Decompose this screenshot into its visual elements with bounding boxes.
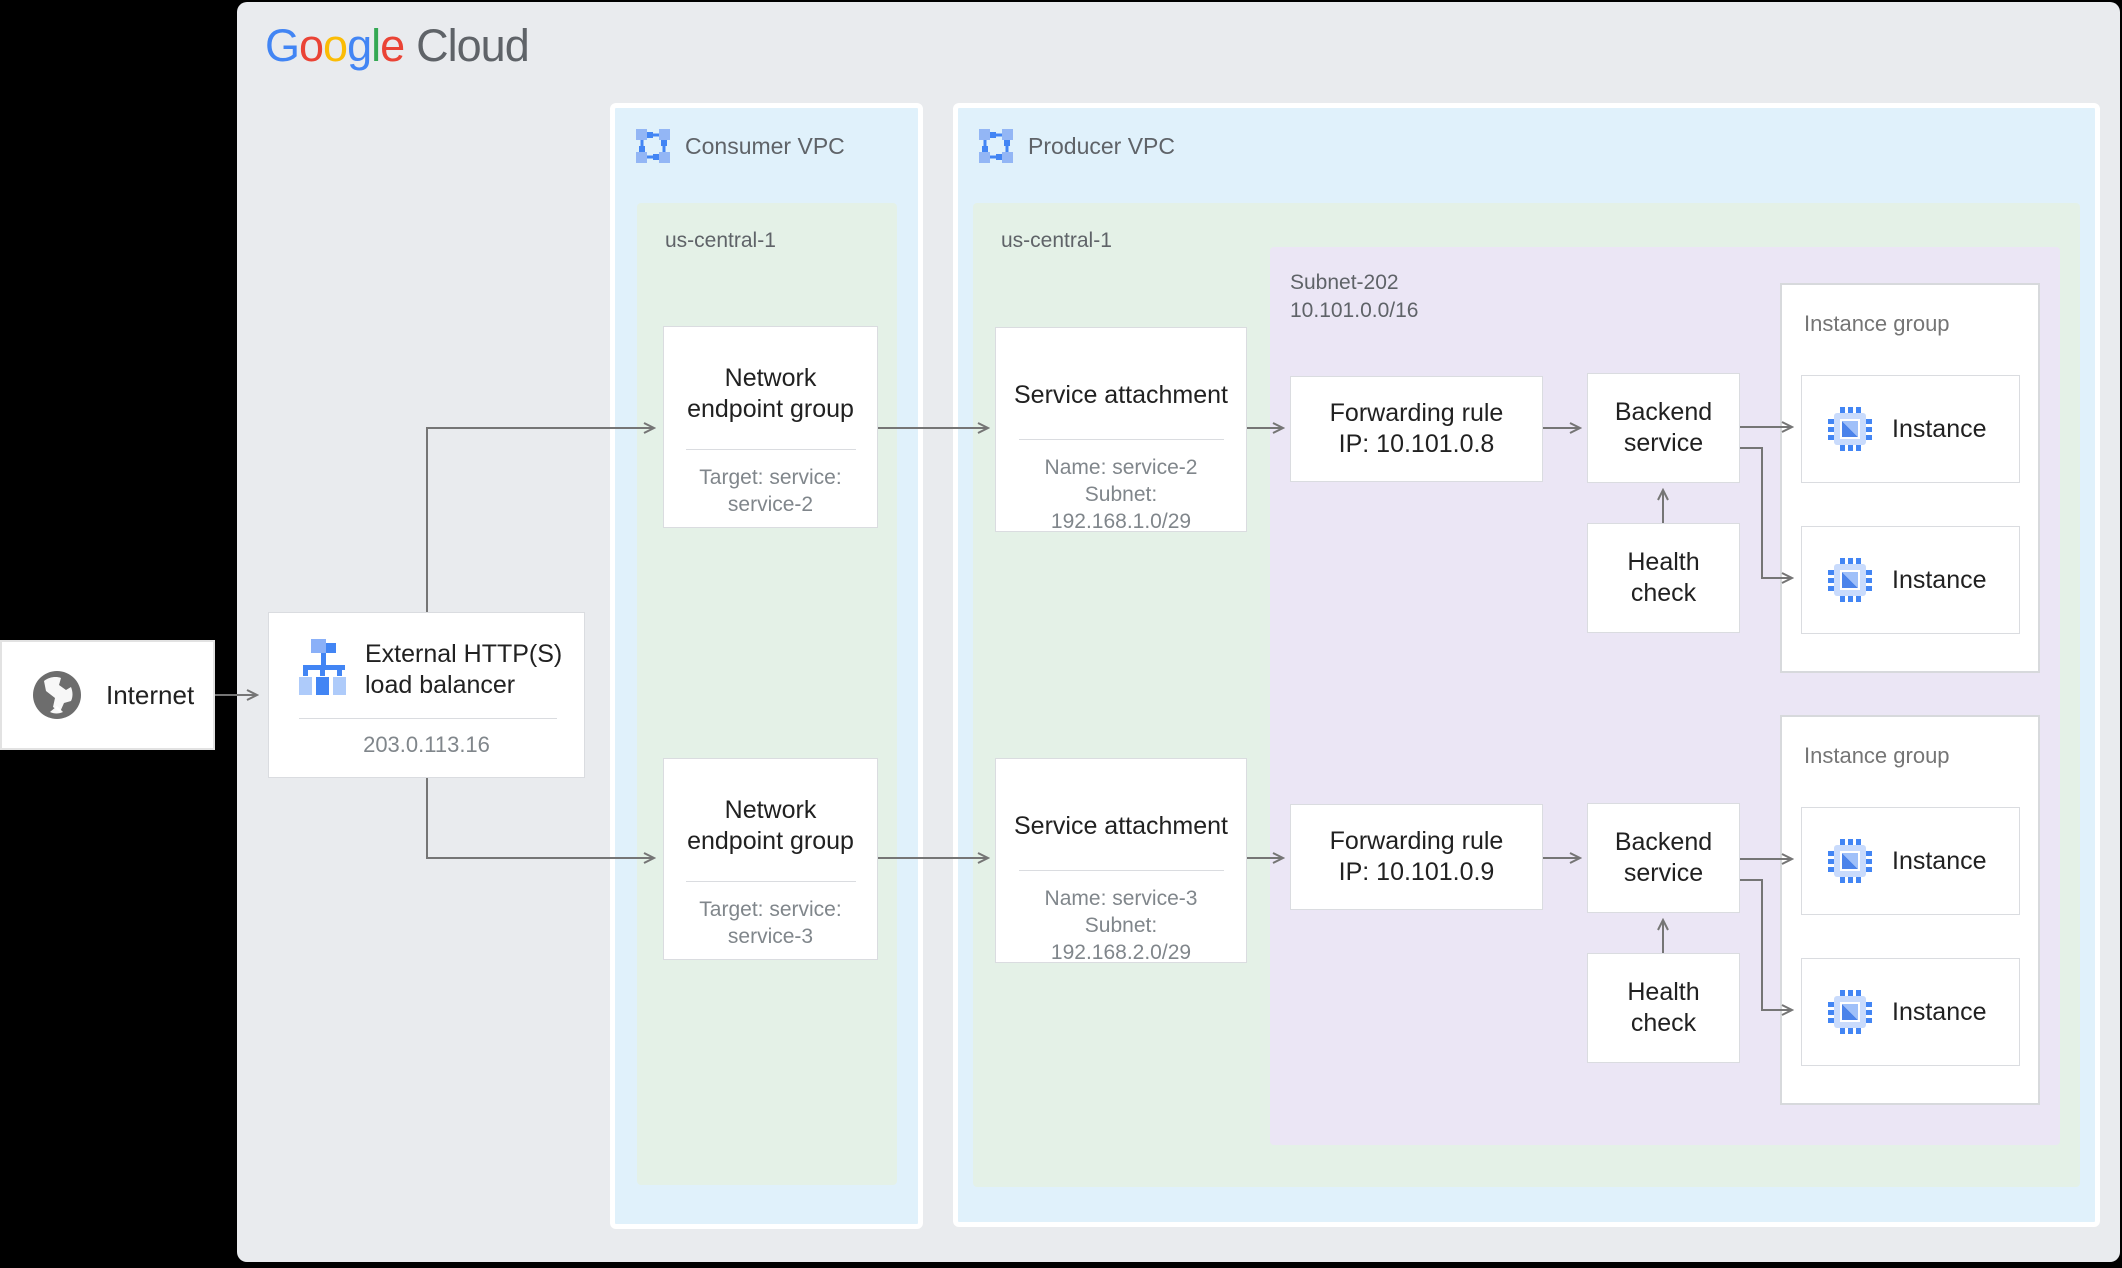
instance-label: Instance — [1892, 565, 1987, 594]
instance: Instance — [1801, 526, 2020, 634]
forwarding-rule-1: Forwarding rule IP: 10.101.0.8 — [1290, 376, 1543, 482]
logo-letter: G — [265, 20, 300, 71]
fr-title: Forwarding rule — [1329, 827, 1504, 855]
consumer-vpc-label: Consumer VPC — [685, 132, 845, 159]
sa-title: Service attachment — [1014, 381, 1228, 409]
compute-instance-icon — [1828, 407, 1872, 451]
internet-node: Internet — [0, 640, 215, 750]
load-balancer-ip: 203.0.113.16 — [363, 732, 490, 757]
logo-letter: o — [299, 20, 324, 71]
load-balancer-icon — [299, 639, 346, 695]
logo-letter: e — [380, 20, 405, 71]
compute-instance-icon — [1828, 839, 1872, 883]
sa-subnet-label: Subnet: — [1084, 914, 1158, 937]
producer-vpc-container: Producer VPC us-central-1 Service attach… — [953, 103, 2100, 1227]
instance: Instance — [1801, 958, 2020, 1066]
consumer-region: us-central-1 Network endpoint group Targ… — [637, 203, 897, 1185]
sa-subnet-label: Subnet: — [1084, 483, 1158, 506]
divider — [685, 449, 856, 450]
backend-service-2: Backend service — [1587, 803, 1740, 913]
instance-group-label: Instance group — [1804, 743, 1950, 768]
sa-name: Name: service-3 — [1044, 887, 1198, 910]
instance-group-1: Instance group — [1780, 283, 2040, 673]
health-check-2: Health check — [1587, 953, 1740, 1063]
producer-vpc-label: Producer VPC — [1028, 132, 1176, 159]
external-load-balancer: External HTTP(S) load balancer 203.0.113… — [268, 612, 585, 778]
producer-vpc-header: Producer VPC — [978, 128, 1175, 164]
sa-subnet-cidr: 192.168.1.0/29 — [1050, 510, 1192, 533]
consumer-vpc-container: Consumer VPC us-central-1 Network endpoi… — [610, 103, 923, 1229]
logo-letter: o — [323, 20, 348, 71]
fr-ip: IP: 10.101.0.9 — [1338, 858, 1495, 886]
network-endpoint-group-2: Network endpoint group Target: service: … — [663, 758, 878, 960]
logo-letter: l — [371, 20, 381, 71]
instance-group-label: Instance group — [1804, 311, 1950, 336]
consumer-region-label: us-central-1 — [665, 229, 776, 252]
fr-title: Forwarding rule — [1329, 399, 1504, 427]
neg-target-service: service-2 — [727, 493, 814, 516]
divider — [1018, 439, 1224, 440]
neg-title: Network endpoint group — [687, 796, 854, 855]
instance: Instance — [1801, 807, 2020, 915]
fr-ip: IP: 10.101.0.8 — [1338, 430, 1495, 458]
neg-target-line: Target: service: — [699, 466, 842, 489]
divider — [685, 881, 856, 882]
logo-letter: g — [347, 20, 372, 71]
globe-icon — [33, 671, 81, 719]
backend-service-1: Backend service — [1587, 373, 1740, 483]
health-check-1: Health check — [1587, 523, 1740, 633]
instance-label: Instance — [1892, 846, 1987, 875]
sa-title: Service attachment — [1014, 812, 1228, 840]
subnet-name: Subnet-202 — [1290, 271, 1399, 294]
producer-region-label: us-central-1 — [1001, 229, 1112, 252]
vpc-icon — [636, 129, 670, 163]
network-endpoint-group-1: Network endpoint group Target: service: … — [663, 326, 878, 528]
divider — [1018, 870, 1224, 871]
sa-subnet-cidr: 192.168.2.0/29 — [1050, 941, 1192, 964]
load-balancer-title: External HTTP(S) load balancer — [365, 640, 563, 699]
service-attachment-2: Service attachment Name: service-3 Subne… — [995, 758, 1247, 964]
compute-instance-icon — [1828, 990, 1872, 1034]
instance-group-2: Instance group — [1780, 715, 2040, 1105]
subnet-202-container: Subnet-202 10.101.0.0/16 Forwarding rule… — [1270, 247, 2060, 1145]
neg-title: Network endpoint group — [687, 364, 854, 423]
neg-target-line: Target: service: — [699, 898, 842, 921]
consumer-vpc-header: Consumer VPC — [635, 128, 845, 164]
divider — [299, 718, 557, 719]
vpc-icon — [979, 129, 1013, 163]
instance: Instance — [1801, 375, 2020, 483]
forwarding-rule-2: Forwarding rule IP: 10.101.0.9 — [1290, 804, 1543, 910]
producer-region: us-central-1 Service attachment Name: se… — [973, 203, 2080, 1187]
instance-label: Instance — [1892, 414, 1987, 443]
subnet-cidr: 10.101.0.0/16 — [1290, 299, 1419, 322]
instance-label: Instance — [1892, 997, 1987, 1026]
internet-label: Internet — [106, 679, 195, 710]
neg-target-service: service-3 — [727, 925, 814, 948]
sa-name: Name: service-2 — [1044, 456, 1198, 479]
compute-instance-icon — [1828, 558, 1872, 602]
service-attachment-1: Service attachment Name: service-2 Subne… — [995, 327, 1247, 533]
subnet-label: Subnet-202 10.101.0.0/16 — [1290, 269, 1418, 325]
logo-cloud-text: Cloud — [416, 20, 530, 71]
